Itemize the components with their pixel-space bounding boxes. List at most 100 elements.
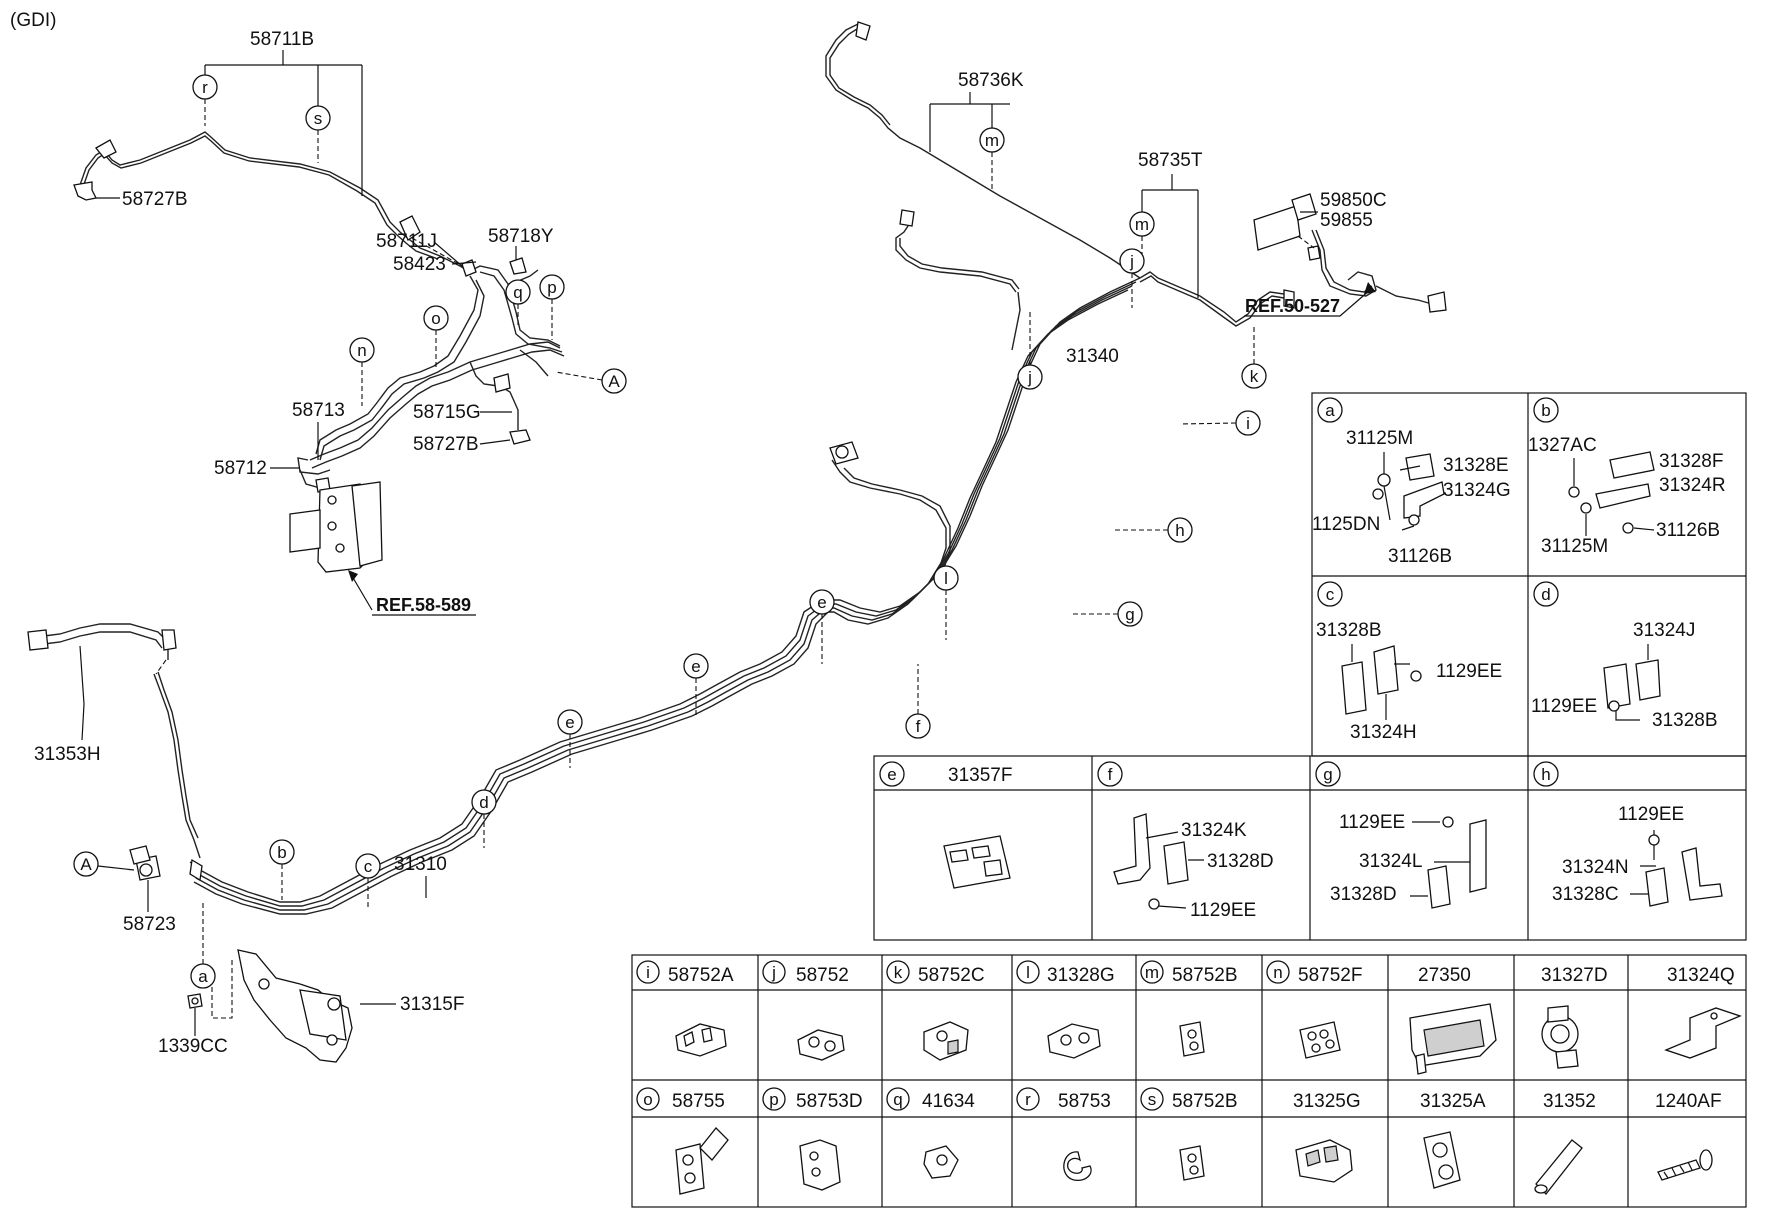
label-58711B: 58711B bbox=[250, 29, 314, 50]
leader-58711J bbox=[433, 241, 463, 267]
clip-k-badge bbox=[886, 960, 910, 984]
label-58723: 58723 bbox=[123, 914, 176, 935]
hose-31353H bbox=[27, 623, 201, 859]
detail-a-part-2: 31328E bbox=[1443, 455, 1509, 476]
callout-r-top-letter: r bbox=[202, 78, 208, 97]
detail-grid-top bbox=[1311, 392, 1747, 757]
clip-q-letter: q bbox=[893, 1090, 902, 1109]
detail-b-part-4: 31126B bbox=[1656, 520, 1720, 541]
tube-bundle-abs bbox=[297, 265, 565, 489]
clip-o-part: 58755 bbox=[672, 1091, 725, 1112]
detail-a-drawing bbox=[1372, 452, 1445, 531]
clip-31328G-drawing bbox=[1047, 1023, 1101, 1059]
detail-d-part-2: 1129EE bbox=[1531, 696, 1597, 717]
clip-58752-drawing bbox=[797, 1029, 845, 1061]
clip-p-badge bbox=[762, 1087, 786, 1111]
tube-58736K bbox=[825, 23, 1291, 327]
leader-58423 bbox=[451, 261, 477, 265]
detail-d-part-3: 31328B bbox=[1652, 710, 1718, 731]
clip-j-letter: j bbox=[771, 963, 776, 982]
label-59855: 59855 bbox=[1320, 210, 1373, 231]
detail-b-part-1: 1327AC bbox=[1528, 435, 1597, 456]
clip-31325G-part: 31325G bbox=[1293, 1091, 1361, 1112]
detail-g-letter: g bbox=[1323, 765, 1332, 784]
label-58715G: 58715G bbox=[413, 402, 481, 423]
clip-41634-drawing bbox=[923, 1145, 959, 1179]
clip-n-part: 58752F bbox=[1298, 965, 1362, 986]
detail-f-part-2: 31328D bbox=[1207, 851, 1274, 872]
bracket-58723 bbox=[129, 845, 203, 882]
clip-58752A-drawing bbox=[675, 1023, 727, 1057]
tube-31340 bbox=[895, 209, 1021, 351]
callout-g-main-letter: g bbox=[1125, 605, 1134, 624]
detail-h-badge bbox=[1533, 761, 1559, 787]
detail-c-badge bbox=[1317, 581, 1343, 607]
detail-c-drawing bbox=[1341, 644, 1422, 720]
clip-s-letter: s bbox=[1148, 1090, 1157, 1109]
detail-g-badge bbox=[1315, 761, 1341, 787]
ref-50-527: REF.50-527 bbox=[1245, 296, 1340, 316]
callout-e-2-letter: e bbox=[691, 657, 700, 676]
callout-A-bottom bbox=[73, 851, 99, 877]
clip-58752B-r2-drawing bbox=[1179, 1145, 1205, 1181]
callout-p-letter: p bbox=[547, 278, 556, 297]
clip-n-letter: n bbox=[1273, 963, 1282, 982]
dash-59850C bbox=[1297, 235, 1315, 249]
callout-i-main-letter: i bbox=[1246, 414, 1250, 433]
clip-q-badge bbox=[886, 1087, 910, 1111]
clip-s-badge bbox=[1140, 1087, 1164, 1111]
clip-m-part: 58752B bbox=[1172, 965, 1238, 986]
clip-31327D-part: 31327D bbox=[1541, 965, 1608, 986]
nut-1339CC bbox=[187, 993, 203, 1009]
clip-q-part: 41634 bbox=[922, 1091, 975, 1112]
detail-b-part-3: 31324R bbox=[1659, 475, 1726, 496]
ref-58-589: REF.58-589 bbox=[376, 595, 471, 615]
detail-c-part-3: 31324H bbox=[1350, 722, 1417, 743]
detail-h-part-1: 1129EE bbox=[1618, 804, 1684, 825]
clip-o-badge bbox=[636, 1087, 660, 1111]
detail-f-badge bbox=[1097, 761, 1123, 787]
leader-31353H bbox=[79, 645, 85, 741]
hose-59850C bbox=[1253, 193, 1447, 313]
detail-g-drawing bbox=[1410, 816, 1487, 909]
callout-q-letter: q bbox=[513, 283, 522, 302]
dash-31315F bbox=[211, 960, 233, 1019]
bracket-58735T bbox=[1141, 174, 1199, 298]
detail-d-badge bbox=[1533, 581, 1559, 607]
clip-31325G-drawing bbox=[1295, 1139, 1353, 1183]
clip-j-part: 58752 bbox=[796, 965, 849, 986]
callout-j-top-letter: j bbox=[1129, 252, 1134, 271]
clip-31327D-drawing bbox=[1541, 1005, 1579, 1069]
label-31315F: 31315F bbox=[400, 994, 464, 1015]
detail-b-part-5: 31125M bbox=[1541, 536, 1608, 557]
clip-58752F-drawing bbox=[1299, 1021, 1341, 1059]
clip-58752B-drawing bbox=[1179, 1021, 1205, 1057]
clip-m-letter: m bbox=[1145, 963, 1159, 982]
clip-58755-drawing bbox=[675, 1127, 729, 1195]
detail-g-part-3: 31328D bbox=[1330, 884, 1397, 905]
clip-27350-part: 27350 bbox=[1418, 965, 1471, 986]
clip-i-part: 58752A bbox=[668, 965, 734, 986]
detail-e-drawing bbox=[943, 835, 1011, 889]
detail-d-part-1: 31324J bbox=[1633, 620, 1695, 641]
callout-n-letter: n bbox=[357, 341, 366, 360]
leader-i-main bbox=[1179, 422, 1237, 425]
callout-b-main-letter: b bbox=[277, 843, 286, 862]
clip-m-badge bbox=[1140, 960, 1164, 984]
clip-l-badge bbox=[1016, 960, 1040, 984]
leader-A-top bbox=[555, 371, 603, 381]
clip-31325A-part: 31325A bbox=[1420, 1091, 1486, 1112]
label-58727B-mid: 58727B bbox=[413, 434, 479, 455]
label-58736K: 58736K bbox=[958, 70, 1024, 91]
detail-f-drawing bbox=[1113, 813, 1204, 910]
ref-50-527-underline bbox=[1244, 289, 1371, 317]
label-31353H: 31353H bbox=[34, 744, 101, 765]
label-31340: 31340 bbox=[1066, 346, 1119, 367]
detail-d-letter: d bbox=[1541, 585, 1550, 604]
tube-bundle-main bbox=[189, 277, 1141, 915]
tube-branch-h bbox=[829, 441, 951, 575]
detail-b-part-2: 31328F bbox=[1659, 451, 1723, 472]
detail-f-part-3: 1129EE bbox=[1190, 900, 1256, 921]
clip-i-badge bbox=[636, 960, 660, 984]
label-58711J: 58711J bbox=[376, 231, 437, 252]
